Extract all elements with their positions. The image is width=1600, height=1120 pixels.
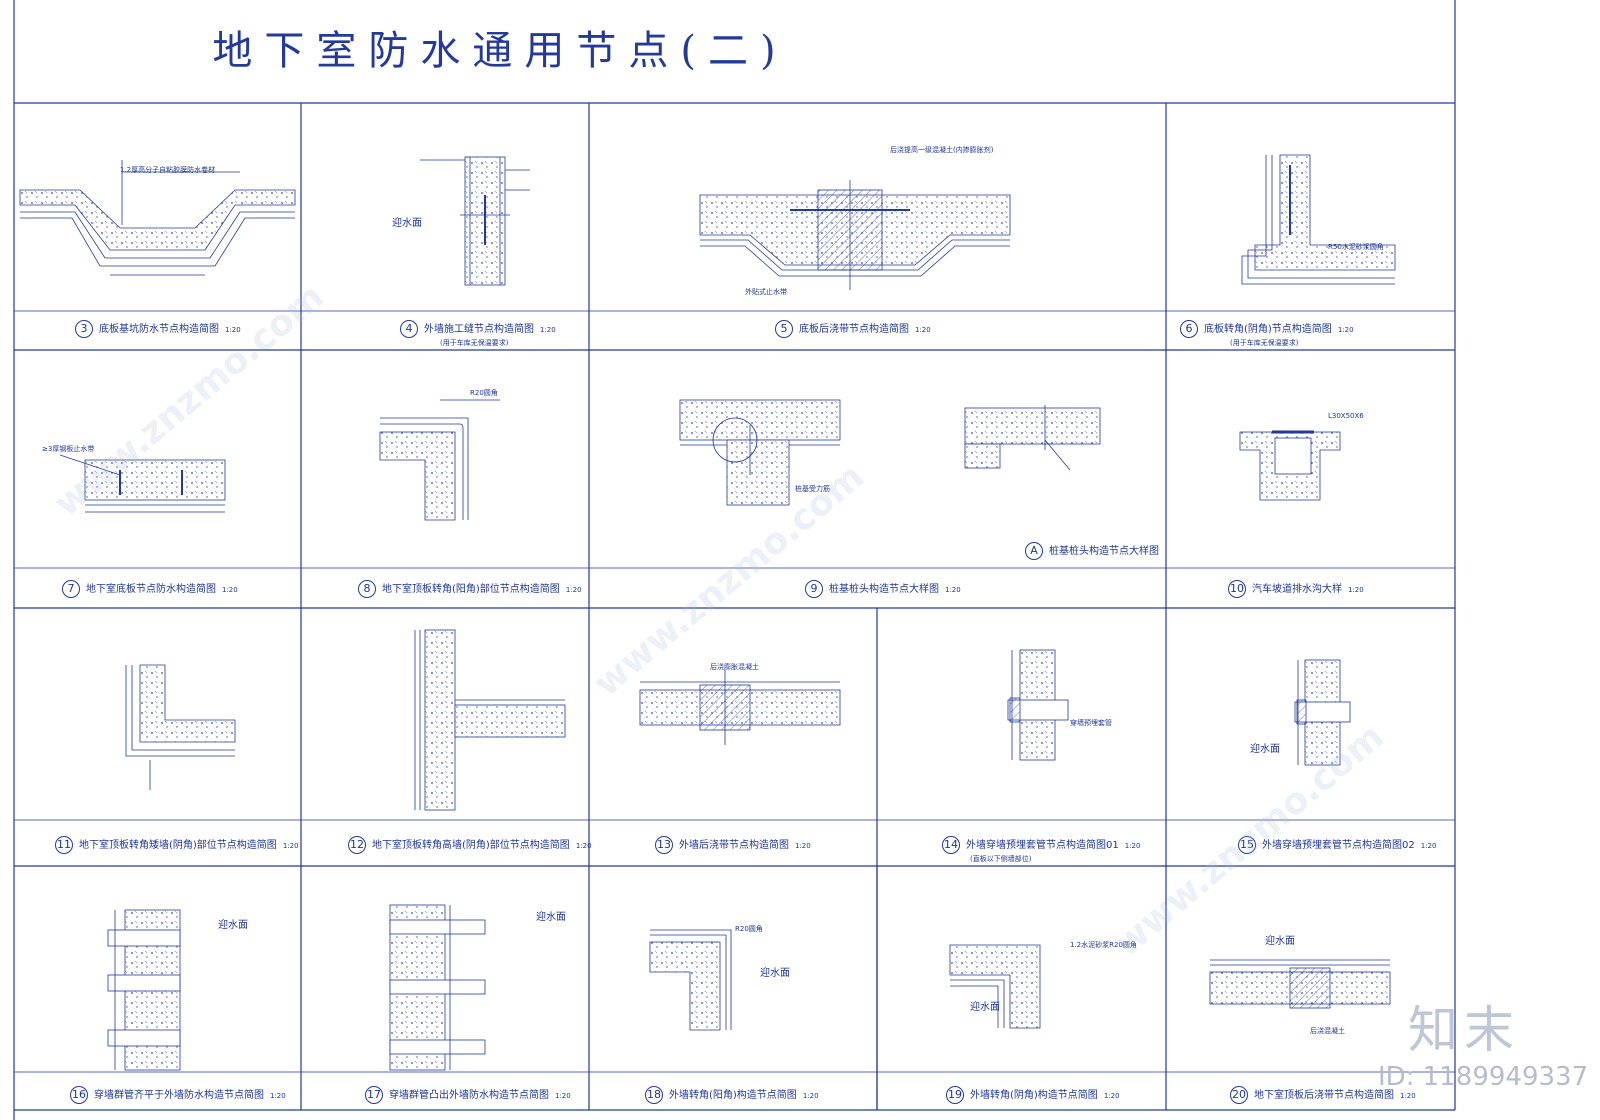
sheet-title: 地下室防水通用节点(二) bbox=[212, 28, 788, 74]
detail-16 bbox=[107, 909, 181, 1071]
detail-9 bbox=[679, 399, 1101, 506]
label-p20-band: 后浇混凝土 bbox=[1310, 1027, 1345, 1035]
label-p13-band: 后浇膨胀混凝土 bbox=[710, 663, 759, 671]
detail-7 bbox=[59, 454, 226, 513]
watermark-logo: 知末 bbox=[1408, 1001, 1520, 1059]
label-p8-r: R20圆角 bbox=[470, 389, 498, 397]
detail-17 bbox=[389, 904, 486, 1071]
detail-14 bbox=[1007, 649, 1069, 761]
label-p7-stop: ≥3厚钢板止水带 bbox=[42, 445, 95, 453]
label-p5-stop: 外贴式止水带 bbox=[745, 288, 787, 296]
label-p5-band: 后浇提高一级混凝土(内掺膨胀剂) bbox=[890, 146, 994, 154]
subcaption-14: (直板以下侧墙部位) bbox=[970, 855, 1032, 863]
label-p15-face: 迎水面 bbox=[1250, 744, 1280, 755]
detail-18 bbox=[649, 929, 732, 1031]
detail-20 bbox=[1209, 959, 1391, 1009]
label-p20-face: 迎水面 bbox=[1265, 936, 1295, 947]
detail-10 bbox=[1239, 430, 1341, 501]
label-p14-pipe: 穿墙预埋套管 bbox=[1070, 719, 1112, 727]
detail-5 bbox=[699, 180, 1011, 290]
detail-19 bbox=[949, 944, 1041, 1029]
detail-12 bbox=[414, 629, 566, 811]
label-p19-face: 迎水面 bbox=[970, 1002, 1000, 1013]
label-p18-r: R20圆角 bbox=[735, 925, 763, 933]
watermark-id: ID: 1189949337 bbox=[1378, 1062, 1589, 1092]
subcaption-6: (用于车库无保温要求) bbox=[1230, 339, 1299, 347]
detail-3 bbox=[19, 160, 296, 276]
label-p4-face: 迎水面 bbox=[392, 218, 422, 229]
detail-6 bbox=[1241, 154, 1396, 285]
label-p10-angle: L30X50X6 bbox=[1328, 412, 1364, 420]
detail-8 bbox=[379, 399, 500, 521]
label-p6-r: R50水泥砂浆圆角 bbox=[1328, 243, 1384, 251]
label-p9-pile: 桩基受力筋 bbox=[795, 485, 830, 493]
detail-15 bbox=[1294, 659, 1351, 766]
label-p19-r: 1.2水泥砂浆R20圆角 bbox=[1070, 941, 1137, 949]
label-p18-face: 迎水面 bbox=[760, 968, 790, 979]
detail-13 bbox=[639, 670, 841, 745]
label-p3-layer: 1.2厚高分子自粘胶膜防水卷材 bbox=[120, 166, 216, 174]
detail-4 bbox=[420, 156, 530, 286]
label-p17-face: 迎水面 bbox=[536, 912, 566, 923]
detail-11 bbox=[125, 664, 236, 790]
subcaption-4: (用于车库无保温要求) bbox=[440, 339, 509, 347]
label-p16-face: 迎水面 bbox=[218, 920, 248, 931]
